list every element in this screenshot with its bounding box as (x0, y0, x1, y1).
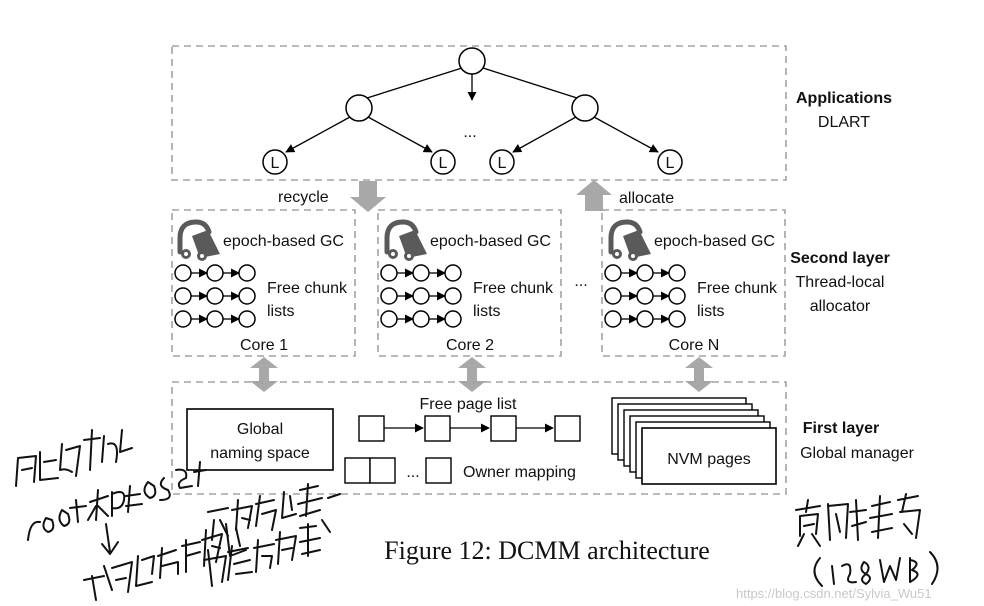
free-chunk-chains (381, 265, 461, 327)
leaf-node: L (430, 149, 456, 175)
free-page (490, 415, 517, 442)
allocate-arrow-icon (576, 180, 612, 211)
handwriting-scribble (203, 519, 331, 587)
first-layer-box (171, 381, 787, 495)
core-label: Core 2 (446, 337, 494, 354)
first-layer: Global naming space Free page list ... O… (171, 381, 915, 495)
global-naming-label-line1: Global (237, 421, 283, 438)
free-chunk-chains (175, 265, 255, 327)
first-layer-title: First layer (803, 420, 879, 437)
free-chunk-label-line2: lists (267, 303, 295, 320)
leaf-node: L (489, 149, 515, 175)
mapping-ellipsis: ... (406, 464, 419, 481)
applications-layer: ... L L L L Applications DLART (171, 45, 892, 181)
mapping-cell (369, 457, 396, 484)
tree-edge (512, 116, 577, 153)
free-page (358, 415, 385, 442)
watermark: https://blog.csdn.net/Sylvia_Wu51 (736, 586, 932, 601)
global-naming-space: Global naming space (186, 408, 334, 471)
tree-edge (285, 116, 351, 153)
handwriting-scribble (207, 483, 341, 541)
figure-caption: Figure 12: DCMM architecture (384, 536, 710, 565)
leaf-node: L (262, 149, 288, 175)
handwriting-scribble (15, 429, 133, 487)
nvm-page-front (641, 427, 777, 485)
core-box: epoch-based GC Free chunk lists Core N (601, 209, 786, 357)
free-page-list: Free page list (358, 396, 581, 442)
core-n-box (601, 209, 786, 357)
tree-edge (367, 116, 433, 153)
second-layer: epoch-based GC Free chunk lists Core 1 e… (171, 209, 890, 357)
core-label: Core 1 (240, 337, 288, 354)
applications-box (171, 45, 787, 181)
dlart-tree: ... L L L L (262, 47, 683, 175)
free-page-list-label: Free page list (420, 396, 517, 413)
gc-label: epoch-based GC (430, 233, 551, 250)
recycle-arrow-icon (350, 181, 386, 212)
leaf-label: L (271, 155, 280, 172)
recycle-label: recycle (278, 189, 329, 206)
vacuum-cleaner-icon (611, 222, 651, 261)
second-layer-subtitle-line2: allocator (810, 298, 871, 315)
handwriting-scribble (27, 461, 207, 541)
free-chunk-label-line2: lists (697, 303, 725, 320)
handwritten-note-left (15, 429, 341, 601)
free-chunk-label-line1: Free chunk (473, 280, 554, 297)
free-page (554, 415, 581, 442)
vacuum-cleaner-icon (180, 222, 220, 261)
layer-connectors (250, 357, 713, 392)
leaf-node: L (657, 149, 683, 175)
handwriting-scribble (813, 551, 939, 587)
double-arrow-icon (458, 357, 486, 392)
nvm-pages-stack: NVM pages (611, 397, 777, 485)
nvm-pages-label: NVM pages (667, 451, 751, 468)
free-chunk-label-line1: Free chunk (267, 280, 348, 297)
root-node (458, 47, 486, 75)
mapping-cell (344, 457, 371, 484)
core-label: Core N (669, 337, 720, 354)
applications-subtitle: DLART (818, 114, 870, 131)
handwriting-arrow (101, 523, 119, 555)
tree-ellipsis: ... (463, 124, 476, 141)
second-layer-title: Second layer (790, 250, 890, 267)
gc-label: epoch-based GC (654, 233, 775, 250)
free-page (424, 415, 451, 442)
first-layer-subtitle: Global manager (800, 445, 915, 462)
double-arrow-icon (250, 357, 278, 392)
owner-mapping-label: Owner mapping (463, 464, 576, 481)
tree-edge (482, 67, 578, 99)
tree-edge (593, 116, 659, 153)
recycle-flow: recycle (278, 181, 386, 212)
vacuum-cleaner-icon (387, 222, 427, 261)
leaf-label: L (498, 155, 507, 172)
core-1-box (171, 209, 356, 357)
cores-ellipsis: ... (574, 273, 587, 290)
leaf-label: L (666, 155, 675, 172)
inner-node (345, 94, 373, 122)
inner-node (571, 94, 599, 122)
core-2-box (377, 209, 562, 357)
free-chunk-label-line2: lists (473, 303, 501, 320)
owner-mapping: ... Owner mapping (344, 457, 576, 484)
leaf-label: L (439, 155, 448, 172)
tree-edge (366, 67, 463, 99)
core-box: epoch-based GC Free chunk lists Core 2 (377, 209, 562, 357)
core-box: epoch-based GC Free chunk lists Core 1 (171, 209, 356, 357)
handwritten-note-right (795, 493, 939, 587)
allocate-flow: allocate (576, 180, 674, 211)
free-chunk-label-line1: Free chunk (697, 280, 778, 297)
free-chunk-chains (605, 265, 685, 327)
global-naming-box (186, 408, 334, 471)
applications-title: Applications (796, 90, 892, 107)
global-naming-label-line2: naming space (210, 445, 310, 462)
double-arrow-icon (685, 357, 713, 392)
mapping-cell (425, 457, 452, 484)
second-layer-subtitle-line1: Thread-local (796, 274, 885, 291)
gc-label: epoch-based GC (223, 233, 344, 250)
allocate-label: allocate (619, 190, 674, 207)
handwriting-scribble (795, 493, 921, 547)
